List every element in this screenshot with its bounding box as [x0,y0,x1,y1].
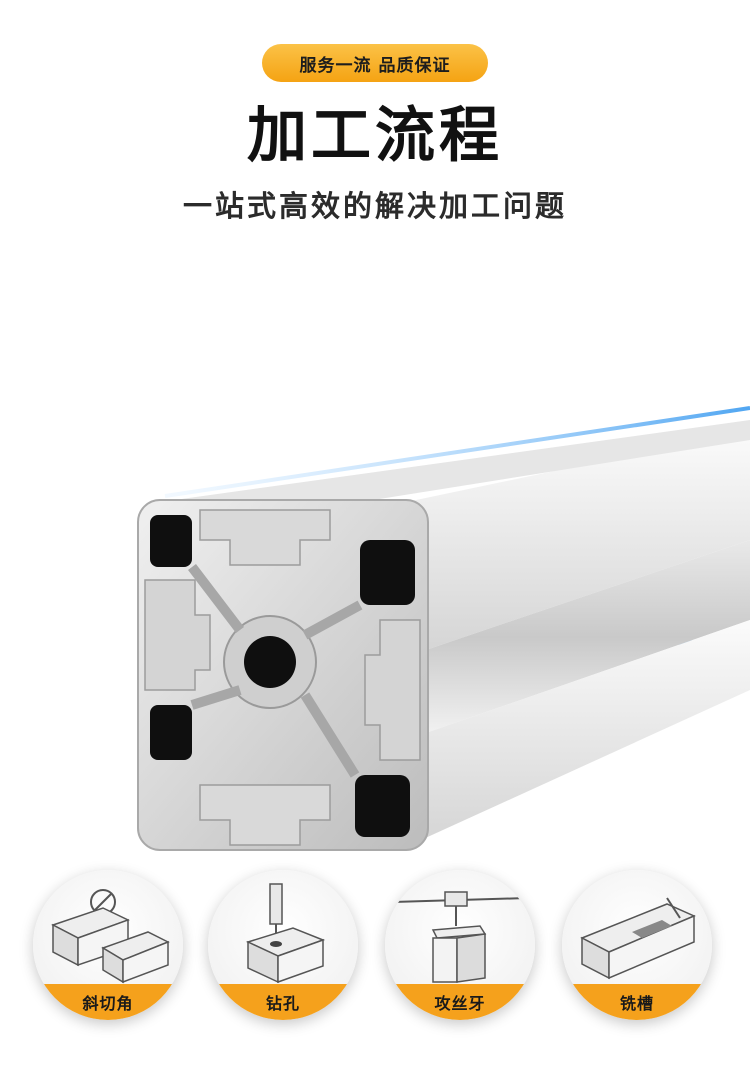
page-title: 加工流程 [247,101,503,171]
drilling-icon [245,883,326,984]
miter-cut-icon [51,889,170,984]
step-tapping: 攻丝牙 [385,870,535,1020]
step-label: 斜切角 [33,984,183,1020]
step-drilling: 钻孔 [208,870,358,1020]
page-subtitle: 一站式高效的解决加工问题 [182,189,567,223]
step-miter-cut: 斜切角 [33,870,183,1020]
step-label: 铣槽 [562,984,712,1020]
step-milling-slot: 铣槽 [562,870,712,1020]
step-label: 攻丝牙 [385,984,535,1020]
tapping-icon [392,891,528,983]
step-label: 钻孔 [208,984,358,1020]
milling-slot-icon [580,897,696,980]
aluminum-profile-image [137,406,750,851]
service-badge: 服务一流 品质保证 [262,44,488,82]
